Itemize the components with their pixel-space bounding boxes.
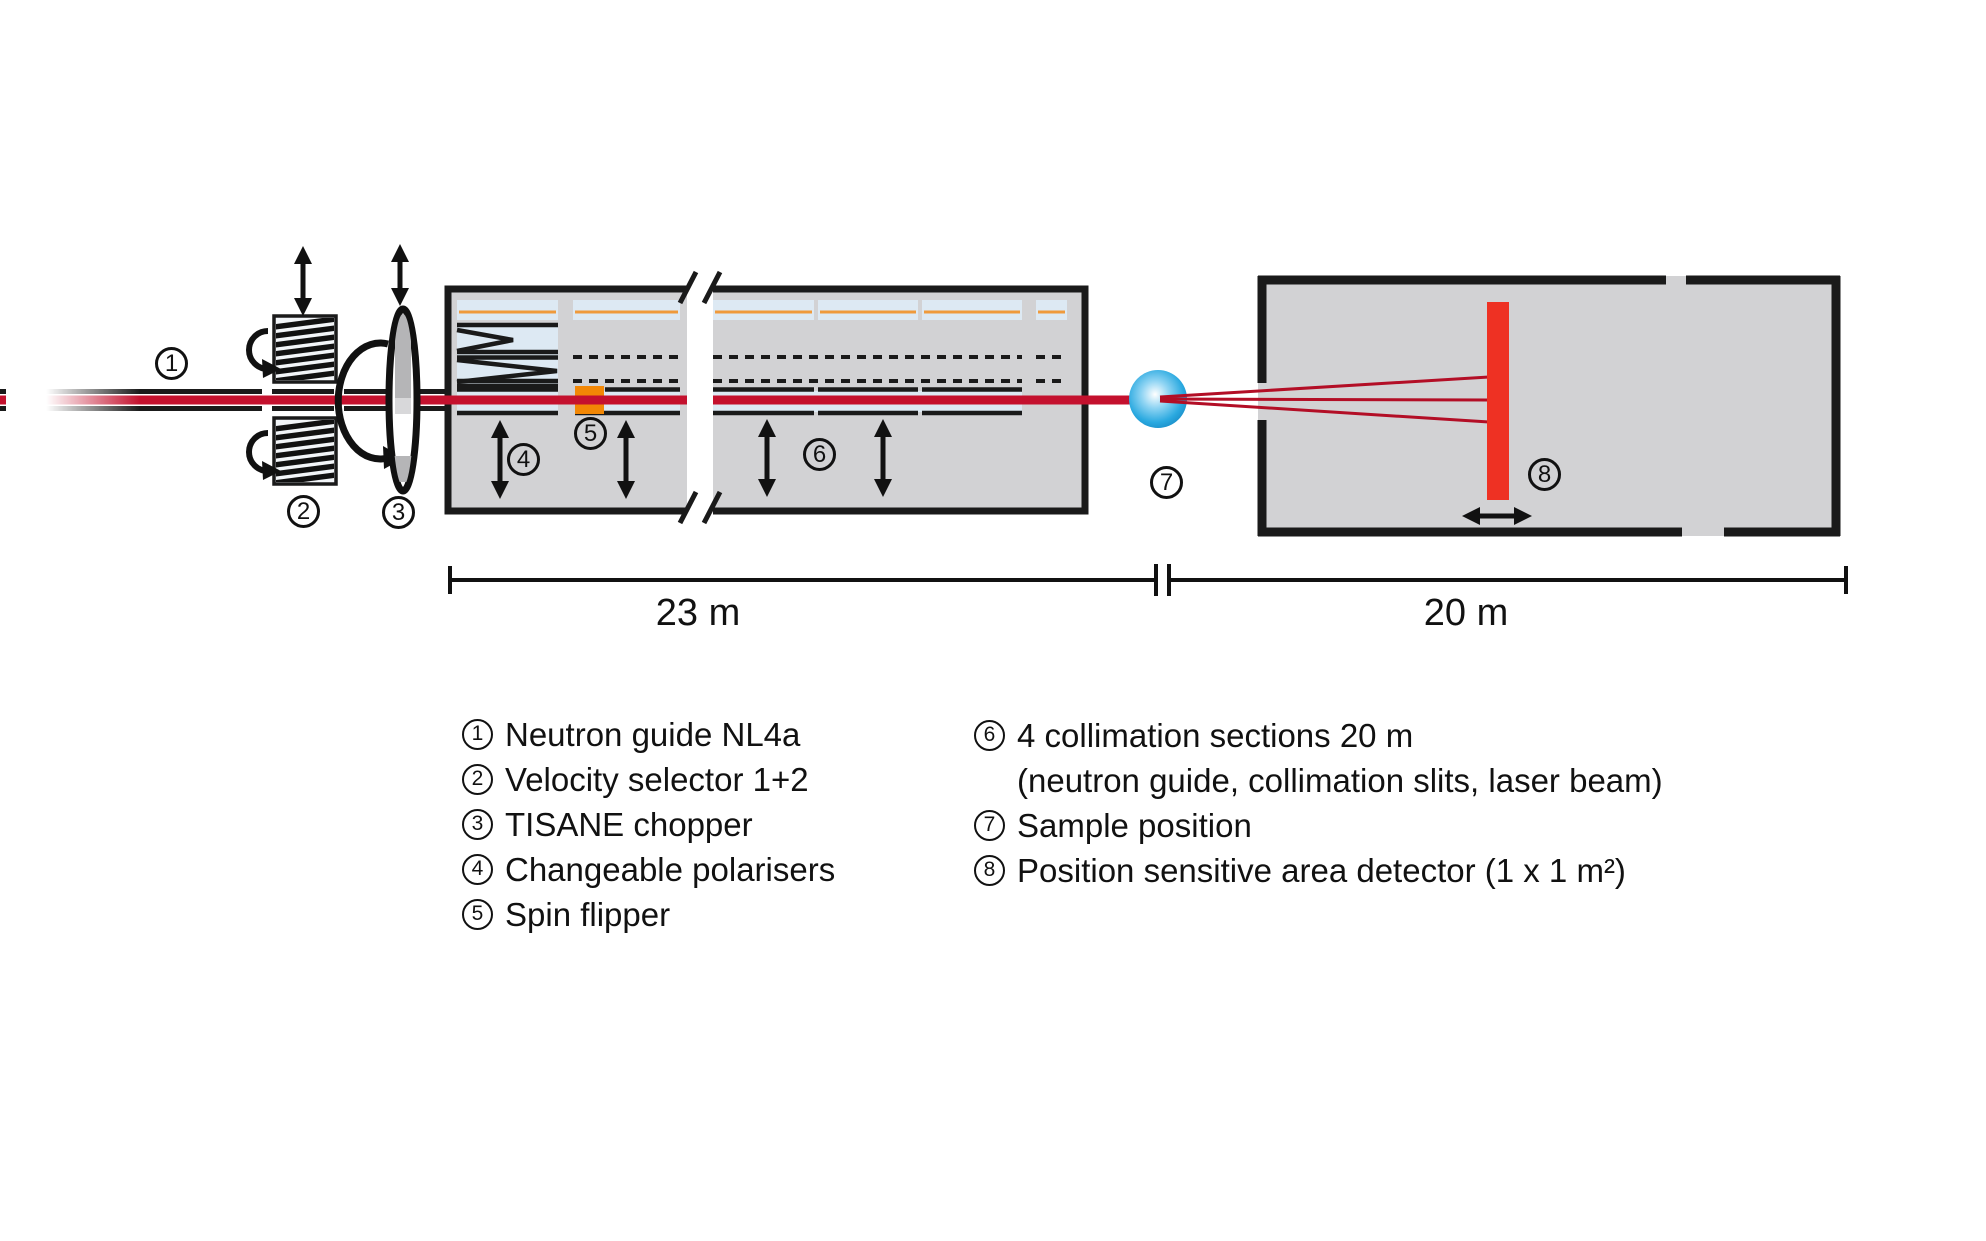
legend-number: 1 (462, 719, 493, 750)
label-detector: 8 (1528, 458, 1561, 491)
legend-item-collimation-detail: (neutron guide, collimation slits, laser… (974, 758, 1663, 803)
dimension-line-20m (1167, 564, 1848, 596)
legend-item-detector: 8 Position sensitive area detector (1 x … (974, 848, 1663, 893)
detector-tank (1257, 275, 1841, 537)
legend-text: Neutron guide NL4a (505, 715, 801, 753)
legend-item-tisane-chopper: 3 TISANE chopper (462, 802, 835, 847)
legend-item-velocity-selector: 2 Velocity selector 1+2 (462, 757, 835, 802)
rotation-arrow-icon (334, 339, 389, 463)
dimension-line-23m (448, 564, 1158, 596)
label-velocity-selector: 2 (287, 495, 320, 528)
legend-number: 2 (462, 764, 493, 795)
legend-number: 5 (462, 899, 493, 930)
legend-item-neutron-guide: 1 Neutron guide NL4a (462, 712, 835, 757)
scattered-rays (1159, 375, 1490, 424)
tisane-chopper-disc (334, 305, 421, 495)
legend-number: 7 (974, 810, 1005, 841)
rotation-arrowhead-icon (262, 461, 281, 480)
label-neutron-guide: 1 (155, 347, 188, 380)
neutron-beam (0, 395, 1158, 405)
label-polarisers: 4 (507, 443, 540, 476)
legend-item-sample-position: 7 Sample position (974, 803, 1663, 848)
legend-text: Velocity selector 1+2 (505, 760, 809, 798)
legend-text: Spin flipper (505, 895, 671, 933)
sample-sphere (1129, 370, 1187, 428)
label-spin-flipper: 5 (574, 417, 607, 450)
legend-item-polarisers: 4 Changeable polarisers (462, 847, 835, 892)
beam-fade (6, 382, 140, 428)
legend-text: Sample position (1017, 806, 1252, 844)
legend-text: (neutron guide, collimation slits, laser… (1017, 761, 1663, 799)
up-down-arrow-icon (294, 244, 892, 499)
label-sample-position: 7 (1150, 466, 1183, 499)
legend-number: 8 (974, 855, 1005, 886)
break-marks (677, 270, 723, 525)
label-collimation: 6 (803, 438, 836, 471)
rotation-arrow-icon (246, 328, 269, 474)
velocity-selector-bottom (272, 416, 338, 486)
polariser-and-channel-lines (456, 322, 1022, 416)
legend-item-collimation: 6 4 collimation sections 20 m (974, 713, 1663, 758)
legend-text: Position sensitive area detector (1 x 1 … (1017, 851, 1626, 889)
detector-travel-arrow-icon (1462, 507, 1532, 525)
legend-number: 6 (974, 720, 1005, 751)
collimation-slit-dashes (573, 355, 1063, 383)
legend-number: 3 (462, 809, 493, 840)
label-tisane-chopper: 3 (382, 496, 415, 529)
velocity-selector-top (272, 314, 338, 384)
legend-text: TISANE chopper (505, 805, 753, 843)
dimension-label-20m: 20 m (1423, 592, 1509, 634)
rotation-arrowhead-icon (262, 359, 281, 378)
legend-left-column: 1 Neutron guide NL4a 2 Velocity selector… (462, 712, 835, 937)
legend-text: Changeable polarisers (505, 850, 836, 888)
dimension-label-23m: 23 m (655, 592, 741, 634)
legend-number: 4 (462, 854, 493, 885)
detector-bar (1487, 302, 1509, 500)
legend-item-spin-flipper: 5 Spin flipper (462, 892, 835, 937)
legend-text: 4 collimation sections 20 m (1017, 716, 1414, 754)
legend-right-column: 6 4 collimation sections 20 m (neutron g… (974, 713, 1663, 893)
